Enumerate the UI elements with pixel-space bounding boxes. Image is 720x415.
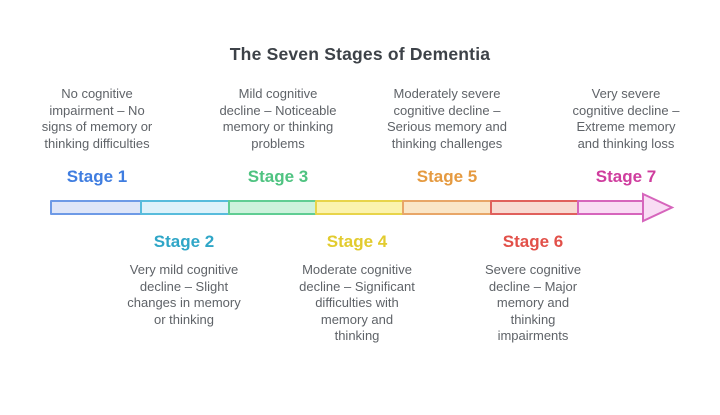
stage-6-description: Severe cognitive decline – Major memory … [484,262,582,343]
stage-1-label: Stage 1 [66,167,128,186]
stage-7-block: Very severe cognitive decline – Extreme … [538,86,714,190]
stage-7-description: Very severe cognitive decline – Extreme … [572,86,680,151]
stage-7-label: Stage 7 [595,167,657,186]
stage-5-label: Stage 5 [416,167,478,186]
stage-4-block: Stage 4 Moderate cognitive decline – Sig… [269,232,445,362]
diagram-title: The Seven Stages of Dementia [229,44,491,64]
stage-1-description: No cognitive impairment – No signs of me… [41,86,153,151]
stage-1-block: No cognitive impairment – No signs of me… [9,86,185,190]
arrow-segment-stage-3 [228,200,317,215]
stage-2-description: Very mild cognitive decline – Slight cha… [127,262,241,327]
stage-5-block: Moderately severe cognitive decline – Se… [359,86,535,190]
stage-3-description: Mild cognitive decline – Noticeable memo… [219,86,337,151]
arrow-segment-stage-2 [140,200,230,215]
arrow-segment-stage-6 [490,200,579,215]
stage-6-label: Stage 6 [502,232,564,251]
arrow-head-icon [642,192,675,223]
arrow-segment-stage-1 [50,200,142,215]
stage-3-block: Mild cognitive decline – Noticeable memo… [190,86,366,190]
stage-2-label: Stage 2 [153,232,215,251]
stage-4-description: Moderate cognitive decline – Significant… [299,262,415,343]
stage-5-description: Moderately severe cognitive decline – Se… [387,86,507,151]
stage-3-label: Stage 3 [247,167,309,186]
arrow-segment-stage-4 [315,200,404,215]
stage-4-label: Stage 4 [326,232,388,251]
arrow-segment-stage-7 [577,200,643,215]
arrow-head-triangle [642,192,675,223]
stage-2-block: Stage 2 Very mild cognitive decline – Sl… [96,232,272,362]
arrow-segment-stage-5 [402,200,492,215]
stage-6-block: Stage 6 Severe cognitive decline – Major… [445,232,621,362]
